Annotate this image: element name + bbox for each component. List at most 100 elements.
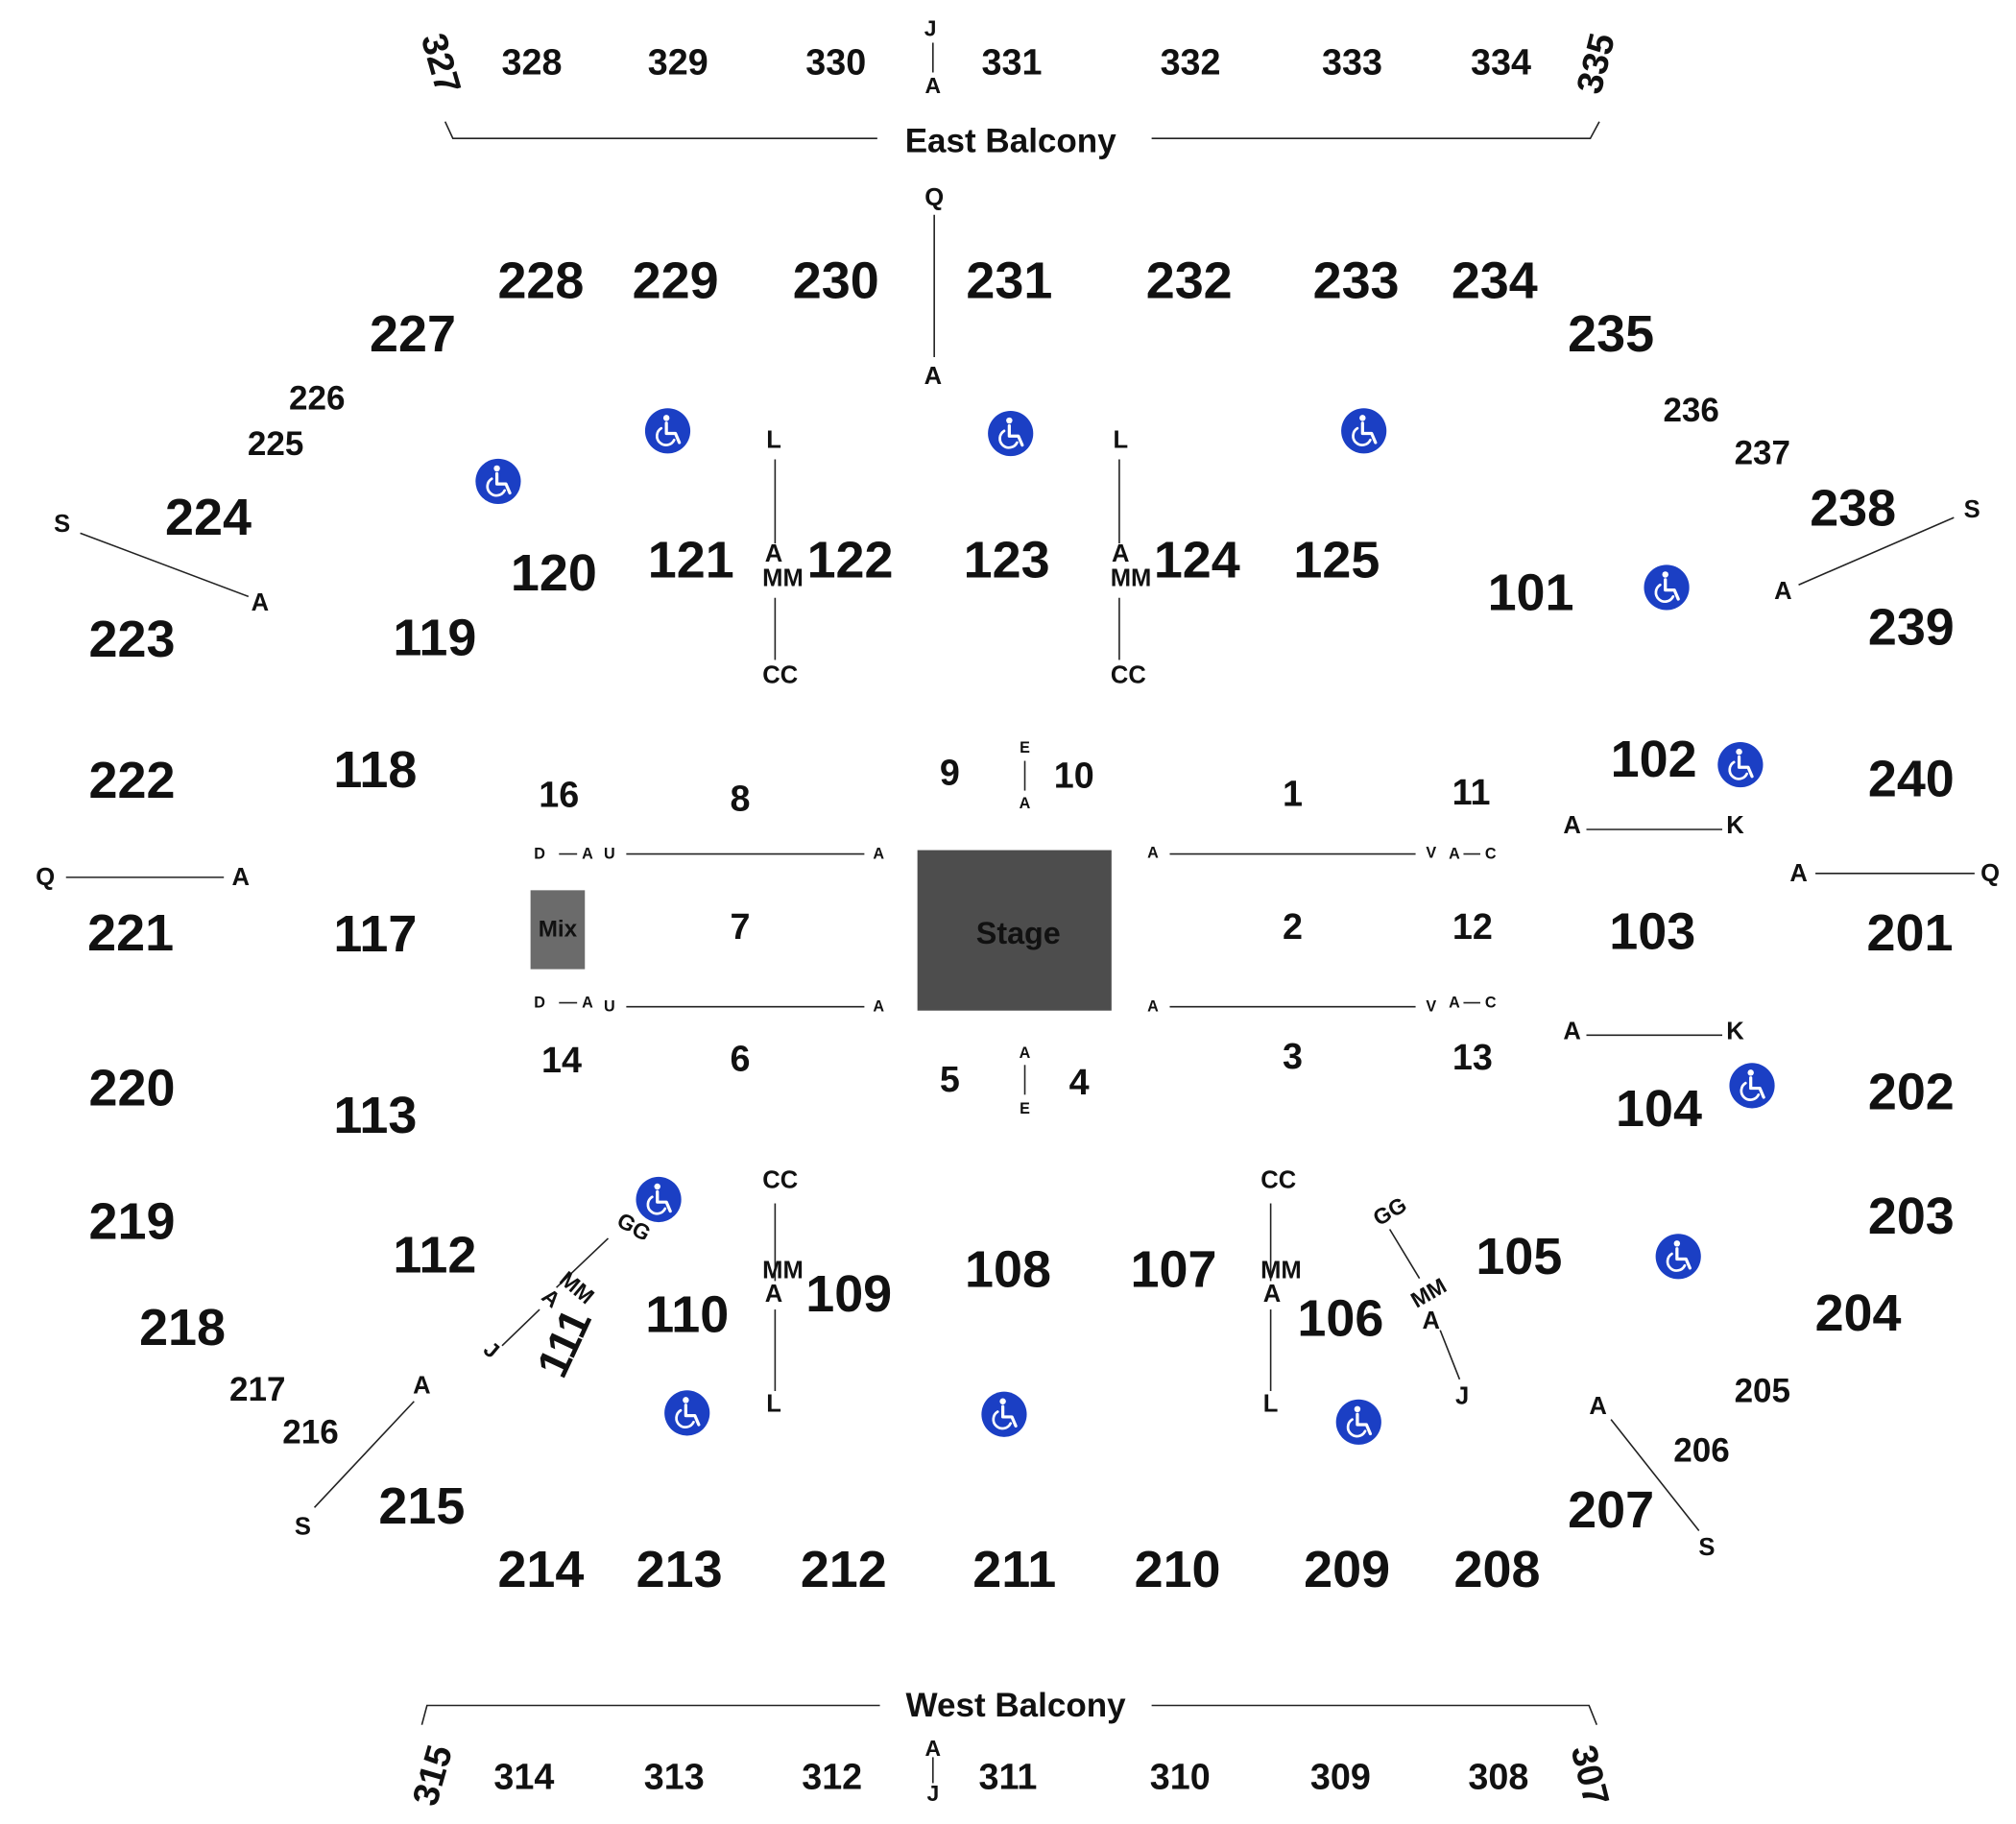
section-108[interactable]: 108 bbox=[965, 1240, 1051, 1298]
section-124[interactable]: 124 bbox=[1154, 532, 1240, 589]
section-312[interactable]: 312 bbox=[802, 1757, 862, 1797]
section-237[interactable]: 237 bbox=[1735, 434, 1790, 471]
section-123[interactable]: 123 bbox=[964, 532, 1050, 589]
section-327[interactable]: 327 bbox=[414, 29, 469, 98]
section-111[interactable]: 111 bbox=[527, 1302, 600, 1384]
section-120[interactable]: 120 bbox=[511, 544, 597, 602]
section-101[interactable]: 101 bbox=[1488, 564, 1574, 621]
section-227[interactable]: 227 bbox=[370, 305, 456, 363]
section-6[interactable]: 6 bbox=[730, 1039, 750, 1079]
section-308[interactable]: 308 bbox=[1468, 1757, 1528, 1797]
section-205[interactable]: 205 bbox=[1735, 1372, 1790, 1409]
section-333[interactable]: 333 bbox=[1322, 42, 1382, 83]
section-102[interactable]: 102 bbox=[1611, 731, 1697, 788]
section-113[interactable]: 113 bbox=[333, 1087, 417, 1144]
section-330[interactable]: 330 bbox=[805, 42, 866, 83]
section-121[interactable]: 121 bbox=[648, 532, 734, 589]
section-328[interactable]: 328 bbox=[501, 42, 562, 83]
section-109[interactable]: 109 bbox=[805, 1265, 892, 1323]
section-214[interactable]: 214 bbox=[497, 1541, 584, 1598]
section-231[interactable]: 231 bbox=[966, 252, 1052, 309]
section-307[interactable]: 307 bbox=[1564, 1741, 1618, 1810]
section-202[interactable]: 202 bbox=[1868, 1064, 1955, 1121]
section-207[interactable]: 207 bbox=[1568, 1481, 1654, 1539]
section-1[interactable]: 1 bbox=[1283, 773, 1303, 813]
section-106[interactable]: 106 bbox=[1297, 1289, 1383, 1347]
section-117[interactable]: 117 bbox=[333, 905, 417, 963]
section-203[interactable]: 203 bbox=[1868, 1188, 1955, 1245]
section-3[interactable]: 3 bbox=[1283, 1036, 1303, 1076]
section-315[interactable]: 315 bbox=[404, 1740, 460, 1810]
section-235[interactable]: 235 bbox=[1568, 305, 1654, 363]
section-206[interactable]: 206 bbox=[1673, 1431, 1729, 1469]
section-7[interactable]: 7 bbox=[730, 906, 750, 947]
section-311[interactable]: 311 bbox=[979, 1757, 1038, 1797]
section-209[interactable]: 209 bbox=[1304, 1541, 1390, 1598]
section-14[interactable]: 14 bbox=[541, 1040, 582, 1080]
section-16[interactable]: 16 bbox=[539, 775, 579, 815]
section-230[interactable]: 230 bbox=[793, 252, 879, 309]
section-12[interactable]: 12 bbox=[1452, 906, 1493, 947]
balcony-bracket bbox=[1151, 121, 1600, 140]
section-226[interactable]: 226 bbox=[289, 380, 345, 418]
section-216[interactable]: 216 bbox=[282, 1414, 338, 1452]
section-107[interactable]: 107 bbox=[1131, 1240, 1217, 1298]
section-223[interactable]: 223 bbox=[89, 611, 176, 668]
section-2[interactable]: 2 bbox=[1283, 906, 1303, 947]
section-103[interactable]: 103 bbox=[1609, 902, 1695, 960]
section-10[interactable]: 10 bbox=[1054, 755, 1094, 795]
section-118[interactable]: 118 bbox=[333, 741, 417, 799]
section-13[interactable]: 13 bbox=[1452, 1037, 1493, 1077]
section-335[interactable]: 335 bbox=[1569, 29, 1622, 97]
section-225[interactable]: 225 bbox=[248, 425, 303, 463]
section-4[interactable]: 4 bbox=[1069, 1062, 1090, 1102]
section-119[interactable]: 119 bbox=[393, 610, 476, 667]
section-122[interactable]: 122 bbox=[807, 532, 894, 589]
section-236[interactable]: 236 bbox=[1663, 392, 1718, 429]
section-329[interactable]: 329 bbox=[648, 42, 708, 83]
section-213[interactable]: 213 bbox=[636, 1541, 723, 1598]
section-220[interactable]: 220 bbox=[89, 1060, 176, 1117]
section-11[interactable]: 11 bbox=[1452, 772, 1491, 812]
section-238[interactable]: 238 bbox=[1810, 480, 1896, 538]
section-125[interactable]: 125 bbox=[1293, 532, 1380, 589]
section-222[interactable]: 222 bbox=[89, 752, 176, 809]
section-215[interactable]: 215 bbox=[378, 1477, 465, 1535]
section-217[interactable]: 217 bbox=[229, 1371, 285, 1408]
section-310[interactable]: 310 bbox=[1150, 1757, 1211, 1797]
section-331[interactable]: 331 bbox=[982, 42, 1043, 83]
section-208[interactable]: 208 bbox=[1454, 1541, 1541, 1598]
section-240[interactable]: 240 bbox=[1868, 750, 1955, 807]
aisle-line bbox=[501, 1308, 540, 1347]
section-204[interactable]: 204 bbox=[1815, 1284, 1902, 1342]
section-239[interactable]: 239 bbox=[1868, 599, 1955, 657]
section-221[interactable]: 221 bbox=[87, 904, 174, 962]
section-104[interactable]: 104 bbox=[1616, 1080, 1702, 1138]
section-211[interactable]: 211 bbox=[972, 1541, 1056, 1598]
aisle-line bbox=[1610, 1419, 1700, 1532]
section-110[interactable]: 110 bbox=[645, 1285, 729, 1343]
section-314[interactable]: 314 bbox=[493, 1757, 554, 1797]
section-228[interactable]: 228 bbox=[497, 252, 584, 309]
section-5[interactable]: 5 bbox=[940, 1059, 960, 1099]
section-210[interactable]: 210 bbox=[1135, 1541, 1221, 1598]
section-219[interactable]: 219 bbox=[89, 1192, 176, 1250]
section-234[interactable]: 234 bbox=[1452, 252, 1538, 309]
section-218[interactable]: 218 bbox=[139, 1299, 226, 1356]
section-8[interactable]: 8 bbox=[730, 779, 750, 819]
section-334[interactable]: 334 bbox=[1471, 42, 1531, 83]
section-212[interactable]: 212 bbox=[801, 1541, 887, 1598]
section-9[interactable]: 9 bbox=[940, 753, 960, 793]
section-233[interactable]: 233 bbox=[1313, 252, 1400, 309]
section-229[interactable]: 229 bbox=[633, 252, 719, 309]
section-224[interactable]: 224 bbox=[165, 489, 252, 546]
row-marker-d: D bbox=[534, 995, 545, 1012]
section-309[interactable]: 309 bbox=[1310, 1757, 1371, 1797]
section-105[interactable]: 105 bbox=[1476, 1228, 1562, 1285]
section-232[interactable]: 232 bbox=[1146, 252, 1233, 309]
section-201[interactable]: 201 bbox=[1866, 904, 1953, 962]
section-313[interactable]: 313 bbox=[644, 1757, 705, 1797]
section-332[interactable]: 332 bbox=[1161, 42, 1221, 83]
section-112[interactable]: 112 bbox=[393, 1226, 476, 1284]
